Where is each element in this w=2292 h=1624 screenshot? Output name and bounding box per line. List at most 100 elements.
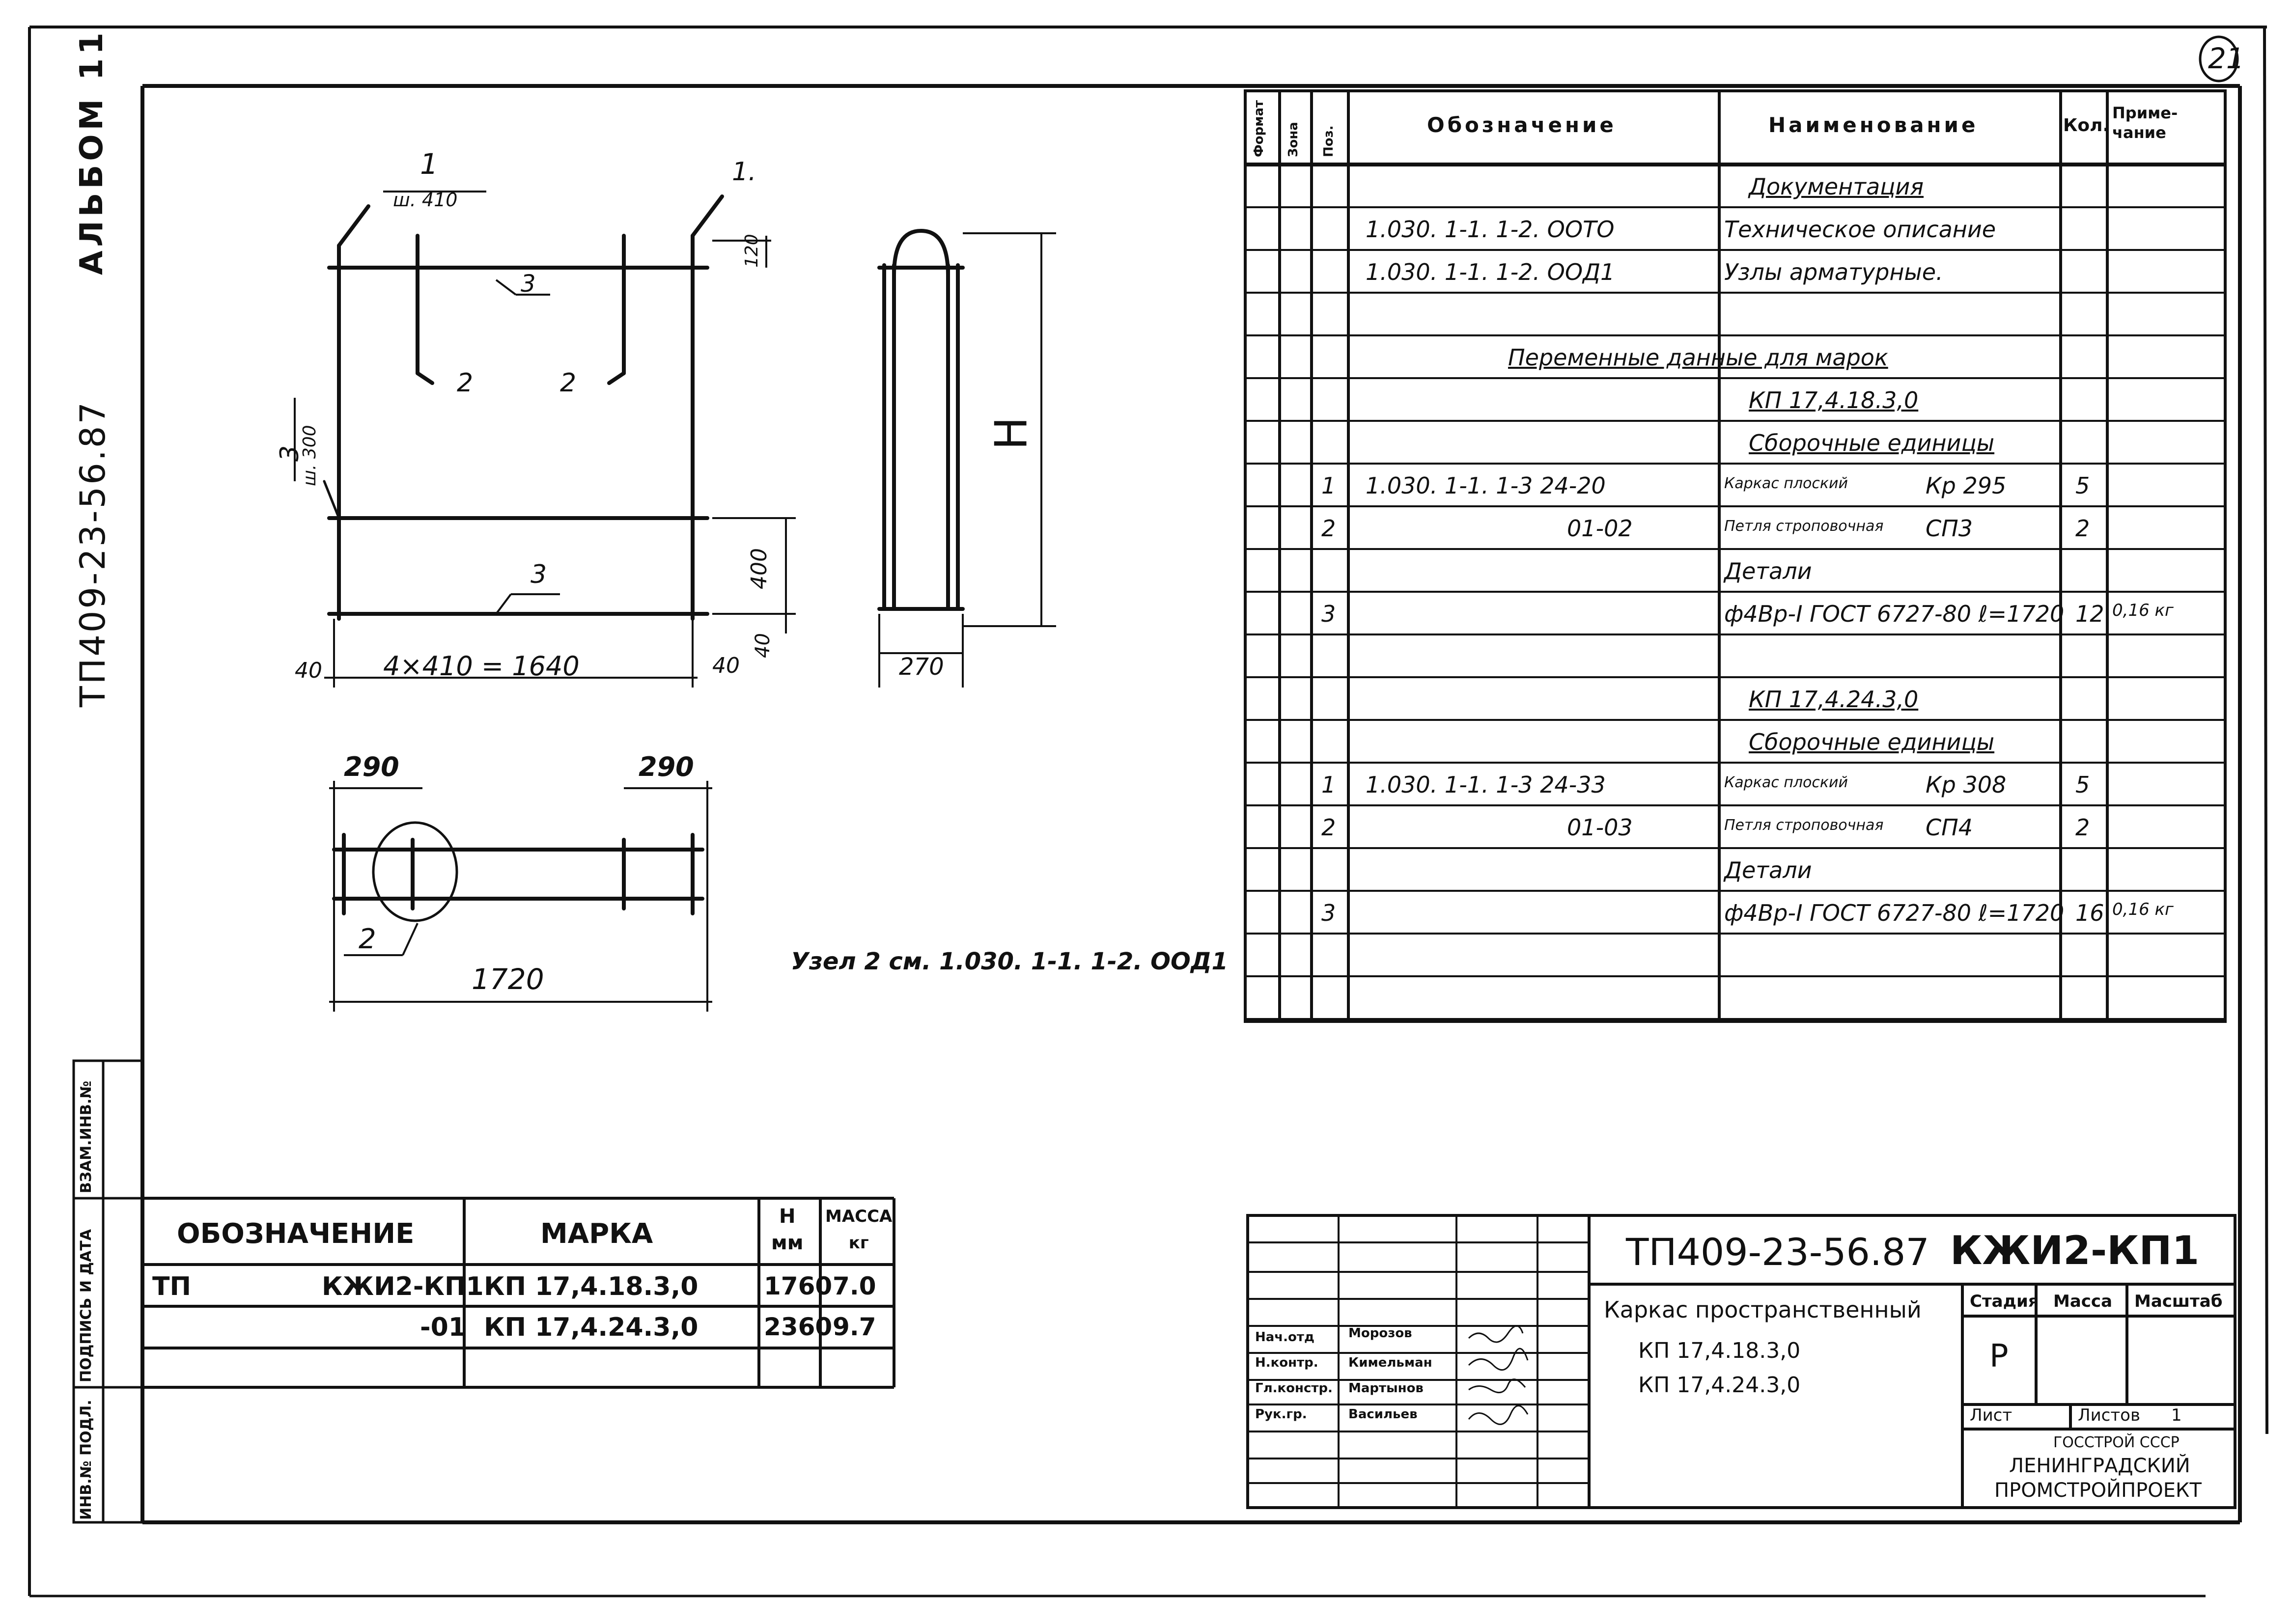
plan-dimensions bbox=[329, 781, 712, 1012]
marks-row-code: КЖИ2-КП1 bbox=[322, 1272, 484, 1301]
signer-name: Мартынов bbox=[1348, 1381, 1424, 1396]
spec-pos: 3 bbox=[1321, 900, 1336, 926]
spec-qty: 5 bbox=[2075, 771, 2090, 798]
title-scale-label: Масштаб bbox=[2134, 1292, 2223, 1311]
side-view bbox=[877, 228, 965, 611]
spec-name: Техническое описание bbox=[1724, 216, 1996, 243]
spec-header-format: Формат bbox=[1252, 100, 1266, 157]
spec-header-pos: Поз. bbox=[1321, 125, 1336, 157]
spec-name: Петля строповочная bbox=[1724, 817, 1884, 834]
spec-qty: 2 bbox=[2075, 515, 2090, 542]
plan-290-left: 290 bbox=[344, 751, 399, 782]
bar-label-3-bottom: 3 bbox=[531, 560, 547, 589]
node-reference-note: Узел 2 см. 1.030. 1-1. 1-2. ООД1 bbox=[791, 948, 1228, 975]
spec-name: Детали bbox=[1724, 857, 1812, 883]
side-stamp-3: ИНВ.№ ПОДЛ. bbox=[78, 1400, 95, 1520]
sheet-number: 21 bbox=[2208, 42, 2244, 75]
dim-40-right: 40 bbox=[752, 633, 774, 658]
title-org-line-2: ЛЕНИНГРАДСКИЙ bbox=[2009, 1455, 2190, 1477]
signer-role: Нач.отд bbox=[1255, 1330, 1314, 1345]
spec-pos: 1 bbox=[1321, 771, 1336, 798]
plan-1720: 1720 bbox=[472, 963, 544, 996]
dim-40-bottom: 40 bbox=[712, 653, 740, 678]
marks-table-grid bbox=[142, 1197, 895, 1389]
marks-row-code: -01 bbox=[420, 1313, 466, 1342]
spec-mark: Кр 295 bbox=[1926, 472, 2007, 499]
spec-header-note: Приме- чание bbox=[2112, 104, 2178, 142]
signer-name: Кимельман bbox=[1348, 1355, 1432, 1370]
spec-name: Документация bbox=[1749, 173, 1924, 200]
title-doc-code: ТП409-23-56.87 bbox=[1626, 1230, 1929, 1274]
spec-mark: СП3 bbox=[1926, 515, 1973, 542]
side-dimensions bbox=[878, 232, 1056, 688]
elevation-view bbox=[323, 194, 724, 621]
spec-note: 0,16 кг bbox=[2112, 900, 2174, 919]
spec-code: 01-02 bbox=[1567, 515, 1633, 542]
elevation-label-1-right: 1. bbox=[732, 157, 756, 187]
spec-pos: 1 bbox=[1321, 472, 1336, 499]
plan-290-right: 290 bbox=[639, 751, 694, 782]
marks-header-mark: МАРКА bbox=[540, 1218, 653, 1250]
title-item-mark-1: КП 17,4.18.3,0 bbox=[1638, 1338, 1801, 1363]
signer-role: Н.контр. bbox=[1255, 1355, 1318, 1370]
dim-120: 120 bbox=[742, 234, 762, 268]
dim-40-left: 40 bbox=[295, 658, 322, 683]
spec-name: Каркас плоский bbox=[1724, 774, 1848, 791]
title-stage-label: Стадия bbox=[1970, 1292, 2039, 1311]
spec-name: ф4Вр-I ГОСТ 6727-80 ℓ=1720 bbox=[1724, 900, 2065, 926]
spec-qty: 12 bbox=[2075, 601, 2104, 627]
spec-pos: 2 bbox=[1321, 515, 1336, 542]
dim-400: 400 bbox=[747, 548, 772, 589]
elevation-label-1: 1 bbox=[420, 147, 438, 181]
spec-name: КП 17,4.18.3,0 bbox=[1749, 387, 1919, 413]
spec-name: Сборочные единицы bbox=[1749, 729, 1995, 755]
spec-pos: 3 bbox=[1321, 601, 1336, 627]
signer-role: Гл.констр. bbox=[1255, 1381, 1333, 1396]
marks-header-h: Н мм bbox=[771, 1205, 804, 1254]
dim-h: Н bbox=[985, 416, 1037, 450]
spec-header-name: Наименование bbox=[1768, 113, 1979, 137]
marks-header-mass: МАССА кг bbox=[825, 1207, 893, 1253]
side-stamp-1: ВЗАМ.ИНВ.№ bbox=[78, 1080, 95, 1193]
signer-name: Морозов bbox=[1348, 1326, 1412, 1341]
spec-name: Переменные данные для марок bbox=[1508, 344, 1888, 371]
album-label: АЛЬБОМ 11 bbox=[74, 28, 110, 275]
spec-name: Детали bbox=[1724, 558, 1812, 584]
spec-code: 1.030. 1-1. 1-2. ООТО bbox=[1366, 216, 1615, 243]
bar-label-2a: 2 bbox=[457, 368, 474, 398]
bar-label-3-top: 3 bbox=[521, 270, 536, 298]
spec-mark: Кр 308 bbox=[1926, 771, 2007, 798]
marks-row-mass: 7.0 bbox=[833, 1272, 876, 1300]
spec-name: Узлы арматурные. bbox=[1724, 259, 1943, 285]
bar-label-2b: 2 bbox=[560, 368, 577, 398]
spec-header-code: Обозначение bbox=[1427, 113, 1617, 137]
spec-name: Сборочные единицы bbox=[1749, 430, 1995, 456]
title-org-line-1: ГОССТРОЙ СССР bbox=[2053, 1434, 2180, 1451]
plan-view bbox=[332, 821, 704, 922]
spec-name: КП 17,4.24.3,0 bbox=[1749, 686, 1919, 713]
side-stamp bbox=[72, 1059, 144, 1524]
spec-table-rows bbox=[1245, 206, 2225, 1020]
marks-header-code: ОБОЗНАЧЕНИЕ bbox=[177, 1218, 415, 1250]
spec-pos: 2 bbox=[1321, 814, 1336, 841]
signer-role: Рук.гр. bbox=[1255, 1407, 1307, 1422]
pitch-left: ш. 300 bbox=[300, 425, 320, 486]
marks-row-mark: КП 17,4.24.3,0 bbox=[484, 1313, 699, 1342]
elevation-pitch-top: ш. 410 bbox=[393, 189, 458, 211]
spec-name: Петля строповочная bbox=[1724, 518, 1884, 535]
marks-row-prefix: ТП bbox=[152, 1272, 191, 1301]
side-stamp-2: ПОДПИСЬ И ДАТА bbox=[78, 1229, 95, 1382]
title-sheet-label: Лист bbox=[1970, 1405, 2012, 1425]
spec-qty: 2 bbox=[2075, 814, 2090, 841]
spec-header-zone: Зона bbox=[1286, 122, 1301, 157]
spec-code: 1.030. 1-1. 1-3 24-33 bbox=[1366, 771, 1606, 798]
spec-code: 01-03 bbox=[1567, 814, 1633, 841]
spec-table-grid bbox=[1244, 89, 2227, 1023]
title-block-grid bbox=[1246, 1214, 2236, 1509]
title-sheets-label: Листов bbox=[2078, 1405, 2141, 1425]
spec-qty: 5 bbox=[2075, 472, 2090, 499]
plan-node-label: 2 bbox=[359, 923, 376, 955]
sheet-frame bbox=[28, 26, 2268, 1597]
marks-row-mark: КП 17,4.18.3,0 bbox=[484, 1272, 699, 1301]
